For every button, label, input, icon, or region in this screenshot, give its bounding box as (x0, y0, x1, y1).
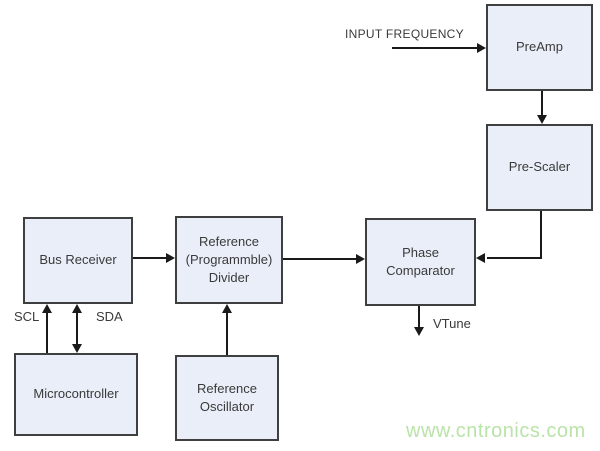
block-reference-oscillator: Reference Oscillator (175, 355, 279, 441)
arrowhead-right-icon (166, 253, 175, 263)
block-phase-comparator: Phase Comparator (365, 218, 476, 306)
connector-preamp-to-prescaler (541, 91, 543, 116)
input-frequency-label: INPUT FREQUENCY (345, 27, 464, 41)
arrowhead-right-icon (477, 43, 486, 53)
arrowhead-right-icon (356, 254, 365, 264)
connector-sda (76, 312, 78, 345)
connector-comparator-to-vtune (418, 306, 420, 328)
connector-prescaler-down (540, 211, 542, 259)
block-reference-divider: Reference (Programmble) Divider (175, 216, 283, 304)
block-preamp: PreAmp (486, 4, 593, 91)
connector-oscillator-to-divider (226, 312, 228, 355)
block-reference-oscillator-label: Reference Oscillator (197, 380, 257, 414)
arrowhead-down-icon (72, 344, 82, 353)
block-preamp-label: PreAmp (516, 39, 563, 55)
sda-label: SDA (96, 309, 123, 324)
connector-divider-to-comparator (283, 258, 356, 260)
block-prescaler-label: Pre-Scaler (508, 159, 571, 175)
block-bus-receiver: Bus Receiver (23, 217, 133, 304)
arrowhead-up-icon (72, 304, 82, 313)
watermark-text: www.cntronics.com (406, 420, 586, 442)
block-bus-receiver-label: Bus Receiver (39, 252, 117, 268)
block-prescaler: Pre-Scaler (486, 124, 593, 211)
arrowhead-down-icon (537, 115, 547, 124)
block-reference-divider-label: Reference (Programmble) Divider (185, 233, 273, 286)
connector-busreceiver-to-divider (133, 257, 167, 259)
block-phase-comparator-label: Phase Comparator (386, 244, 455, 278)
block-microcontroller-label: Microcontroller (33, 386, 119, 402)
scl-label: SCL (14, 309, 40, 324)
connector-scl (46, 312, 48, 353)
block-microcontroller: Microcontroller (14, 353, 138, 436)
vtune-label: VTune (433, 316, 471, 331)
connector-input-to-preamp (392, 47, 478, 49)
arrowhead-down-icon (414, 327, 424, 336)
arrowhead-left-icon (476, 253, 485, 263)
arrowhead-up-icon (42, 304, 52, 313)
arrowhead-up-icon (222, 304, 232, 313)
connector-prescaler-to-comparator (487, 257, 542, 259)
